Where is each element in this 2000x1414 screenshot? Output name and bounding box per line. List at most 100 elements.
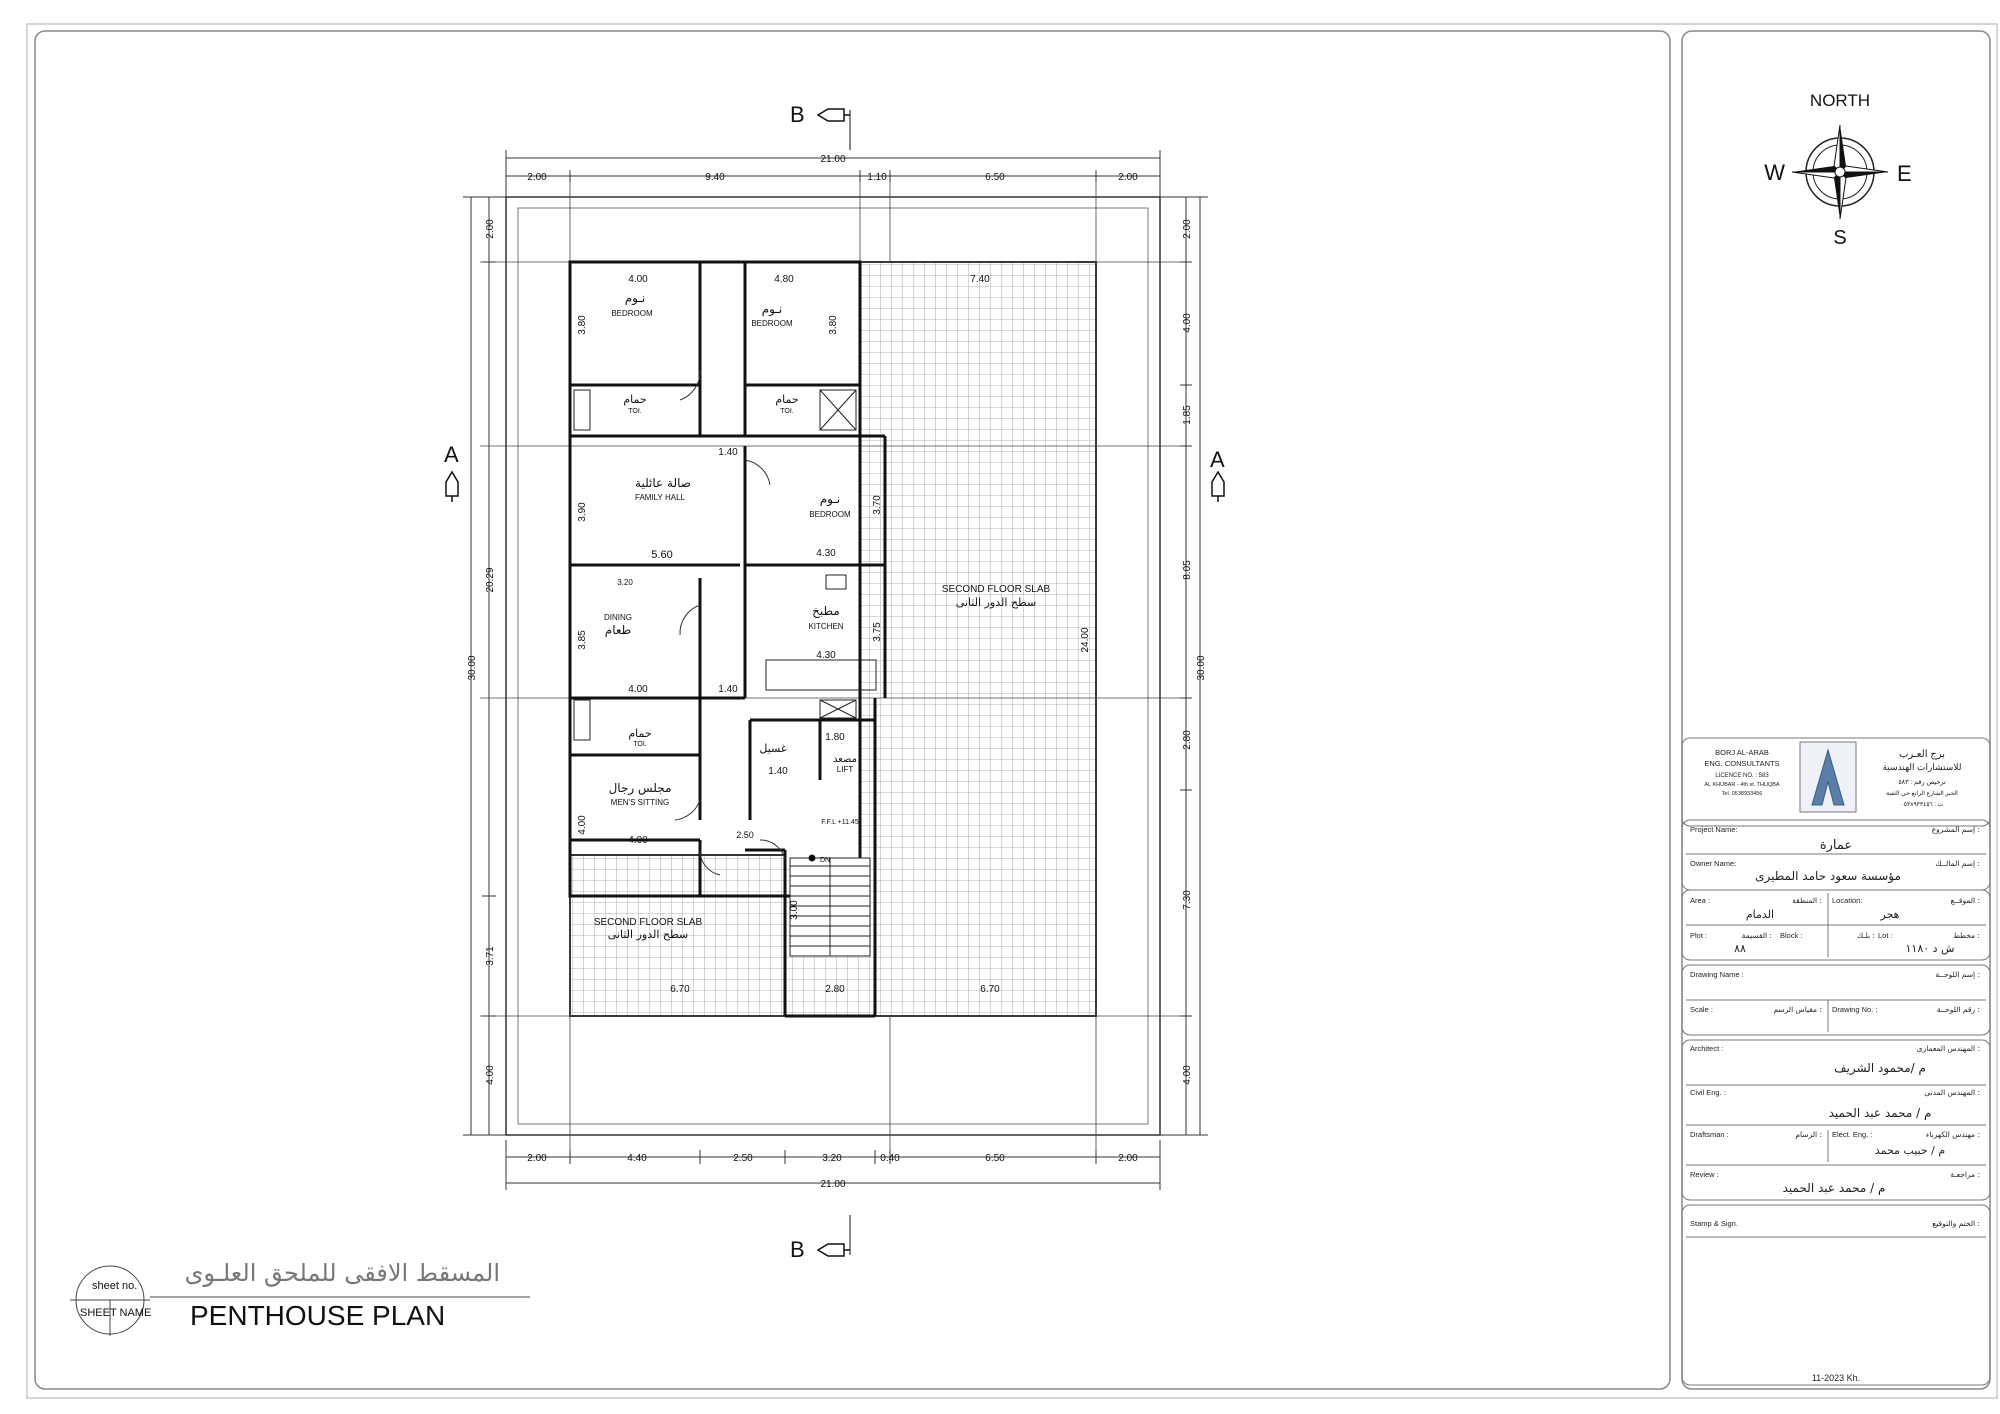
inner-dim-24: 24.00 <box>1080 627 1091 652</box>
dining-en: DINING <box>604 613 632 622</box>
toilet-1-ar: حمام <box>623 393 646 406</box>
dim-bot-2: 4.40 <box>627 1153 647 1164</box>
slab-left-width: 6.70 <box>670 984 690 995</box>
scale-label: Scale : <box>1690 1005 1713 1014</box>
block-label: Block : <box>1780 931 1803 940</box>
toilet-2-en: TOI. <box>780 408 794 415</box>
dining-width: 4.00 <box>628 684 648 695</box>
section-arrow-icon <box>1211 470 1225 497</box>
firm-address: AL KHUBAR - 4th st. THUQBA <box>1704 782 1780 788</box>
dining-top: 3.20 <box>617 578 633 587</box>
dim-left-3: 3.71 <box>485 946 496 966</box>
block-label-ar: بلـك : <box>1857 931 1875 940</box>
bedroom-2-ar: نـوم <box>762 302 782 317</box>
family-hall-height: 3.90 <box>577 502 588 522</box>
dim-top-total: 21.00 <box>820 154 845 165</box>
bedroom-1-width: 4.00 <box>628 274 648 285</box>
men-sitting-en: MEN'S SITTING <box>611 798 669 807</box>
drawing-title-ar: المسقط الافقى للملحق العلـوى <box>185 1259 500 1287</box>
compass-east: E <box>1897 161 1912 186</box>
bedroom-2-width: 4.80 <box>774 274 794 285</box>
section-a-right: A <box>1210 447 1225 472</box>
elect-eng-value: م / حبيب محمد <box>1875 1144 1945 1157</box>
floor-plan: نـوم BEDROOM 4.00 3.80 نـوم BEDROOM 4.80… <box>480 170 1180 1160</box>
project-name-label-ar: إسم المشروع : <box>1932 825 1980 834</box>
drawing-no-label-ar: رقم اللوحــة : <box>1937 1005 1980 1014</box>
compass-west: W <box>1764 160 1785 185</box>
title-block <box>1681 737 1991 1386</box>
compass-south: S <box>1833 227 1846 249</box>
architect-value: م /محمود الشريف <box>1834 1061 1926 1076</box>
stair-down: DN <box>820 857 830 864</box>
architect-label-ar: المهندس المعمارى : <box>1917 1044 1980 1053</box>
dim-top-4: 6.50 <box>985 172 1005 183</box>
dim-right-7: 4.00 <box>1182 1065 1193 1085</box>
dim-top-5: 2.00 <box>1118 172 1138 183</box>
architect-label: Architect : <box>1690 1044 1723 1053</box>
bedroom-2-en: BEDROOM <box>751 319 793 328</box>
ffl-level: F.F.L +11.45 <box>821 819 859 826</box>
review-label: Review : <box>1690 1170 1719 1179</box>
dim-bot-4: 3.20 <box>822 1153 842 1164</box>
dim-bot-total: 21.00 <box>820 1179 845 1190</box>
laundry-ar: غسيل <box>759 742 786 755</box>
kitchen-ar: مطبخ <box>812 604 840 618</box>
dim-top-1: 2.00 <box>527 172 547 183</box>
bedroom-1-ar: نـوم <box>625 291 645 306</box>
section-b-bottom: B <box>790 1237 805 1262</box>
section-arrow-icon <box>816 1243 845 1257</box>
dim-right-5: 2.80 <box>1182 730 1193 750</box>
drawing-name-label: Drawing Name : <box>1690 970 1744 979</box>
owner-name-label: Owner Name: <box>1690 859 1736 868</box>
dim-top-3: 1.10 <box>867 172 887 183</box>
corridor-2: 1.40 <box>718 684 738 695</box>
bedroom-3-height: 3.70 <box>872 495 883 515</box>
slab-right-width: 6.70 <box>980 984 1000 995</box>
slab-dim-7-40: 7.40 <box>970 274 990 285</box>
draftsman-label-ar: الرسام : <box>1795 1130 1822 1139</box>
dim-bot-7: 2.00 <box>1118 1153 1138 1164</box>
stair-length: 3.00 <box>789 900 800 920</box>
dim-bot-1: 2.00 <box>527 1153 547 1164</box>
firm-address-ar: الخبر الشارع الرابع حي الثقبة <box>1886 790 1958 797</box>
elect-eng-label-ar: مهندس الكهرباء : <box>1926 1130 1980 1139</box>
dim-right-3: 1.85 <box>1182 405 1193 425</box>
title-block-text: BORJ AL-ARAB ENG. CONSULTANTS LICENCE NO… <box>1690 748 1980 1383</box>
drawing-title: sheet no. SHEET NAME المسقط الافقى للملح… <box>70 1259 530 1336</box>
slab-left-ar: سطح الدور الثانى <box>608 928 688 941</box>
civil-eng-label-ar: المهندس المدنى : <box>1924 1088 1980 1097</box>
lift-en: LIFT <box>837 765 854 774</box>
owner-name-label-ar: إسم المالــك : <box>1935 859 1980 868</box>
section-arrow-icon <box>816 108 845 122</box>
drawing-no-label: Drawing No. : <box>1832 1005 1877 1014</box>
plot-value: ٨٨ <box>1734 942 1746 955</box>
titleblock-frame <box>1681 30 1991 1390</box>
location-label: Location: <box>1832 896 1862 905</box>
dimension-lines: 21.00 2.00 9.40 1.10 6.50 2.00 2.00 4.40… <box>463 150 1208 1190</box>
sheet-name-label: SHEET NAME <box>80 1307 151 1319</box>
firm-logo-icon <box>1811 748 1845 806</box>
family-hall-en: FAMILY HALL <box>635 493 686 502</box>
dim-right-1: 2.00 <box>1182 219 1193 239</box>
review-value: م / محمد عبد الحميد <box>1783 1181 1886 1195</box>
dim-left-4: 4.00 <box>485 1065 496 1085</box>
civil-eng-label: Civil Eng. : <box>1690 1088 1726 1097</box>
dim-bot-3: 2.50 <box>733 1153 753 1164</box>
lot-value: ش د ١١٨٠ <box>1906 942 1955 955</box>
bedroom-3-ar: نـوم <box>820 492 840 507</box>
lot-label-ar: مخطط : <box>1953 931 1980 940</box>
dining-height: 3.85 <box>577 630 588 650</box>
toilet-1-en: TOI. <box>628 408 642 415</box>
toilet-3-en: TOI. <box>633 741 647 748</box>
civil-eng-value: م / محمد عبد الحميد <box>1829 1106 1932 1120</box>
project-name-value: عمارة <box>1820 838 1852 853</box>
dining-ar: طعام <box>605 623 631 637</box>
bedroom-3-width: 4.30 <box>816 548 836 559</box>
kitchen-height: 3.75 <box>872 622 883 642</box>
outer-border <box>26 23 1998 1399</box>
bedroom-1-height: 3.80 <box>577 315 588 335</box>
review-label-ar: مراجعـة : <box>1950 1170 1980 1179</box>
firm-name-en-2: ENG. CONSULTANTS <box>1704 759 1779 768</box>
area-label: Area : <box>1690 896 1710 905</box>
